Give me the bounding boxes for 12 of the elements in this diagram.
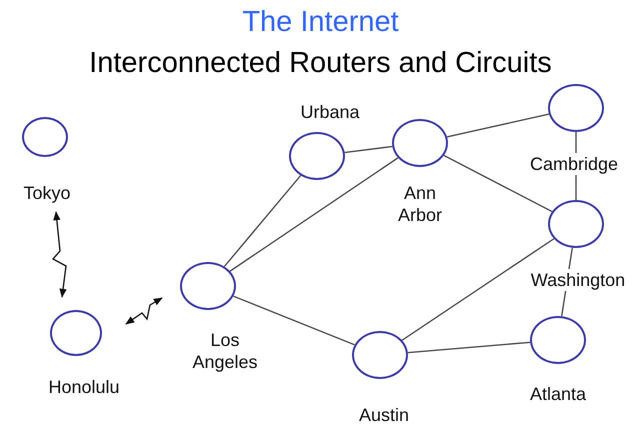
circuit-line — [230, 157, 398, 272]
circuit-line — [408, 342, 530, 354]
circuit-line — [233, 296, 355, 346]
circuit-line — [344, 146, 392, 154]
subtitle: Interconnected Routers and Circuits — [88, 47, 553, 80]
lightning-arrow — [125, 297, 163, 325]
circuit-line — [444, 154, 552, 212]
circuit-line — [402, 238, 554, 341]
title: The Internet — [241, 6, 400, 39]
circuit-line — [446, 113, 550, 138]
lightning-arrow — [52, 211, 67, 298]
circuit-line — [224, 175, 302, 267]
